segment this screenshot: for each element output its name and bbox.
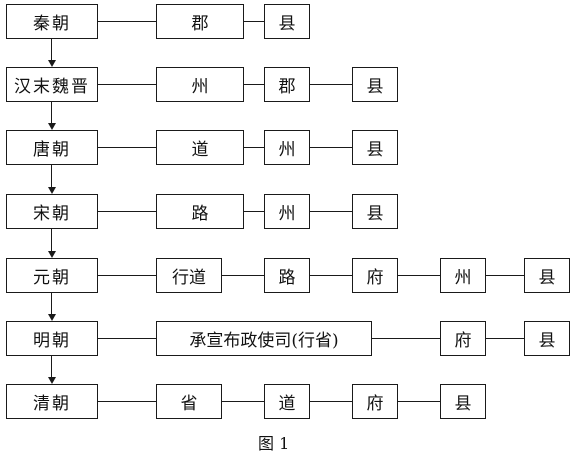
- unit-box-qing-sheng: 省: [156, 384, 222, 419]
- unit-box-tang-zhou: 州: [264, 130, 310, 165]
- connector-line: [222, 275, 264, 276]
- era-box-tang: 唐朝: [6, 130, 98, 165]
- connector-line: [398, 401, 440, 402]
- connector-line: [98, 21, 156, 22]
- unit-box-yuan-xingdao: 行道: [156, 258, 222, 293]
- era-box-ming: 明朝: [6, 321, 98, 356]
- connector-line: [98, 338, 156, 339]
- connector-line: [398, 275, 440, 276]
- unit-box-ming-chengxuan: 承宣布政使司(行省): [156, 321, 372, 356]
- connector-line: [244, 21, 264, 22]
- unit-box-song-zhou: 州: [264, 194, 310, 229]
- connector-line: [310, 211, 352, 212]
- arrow-line: [51, 39, 52, 60]
- unit-box-yuan-fu: 府: [352, 258, 398, 293]
- connector-line: [244, 211, 264, 212]
- arrow-down-icon: [48, 251, 56, 258]
- unit-box-qing-xian: 县: [440, 384, 486, 419]
- connector-line: [98, 84, 156, 85]
- arrow-down-icon: [48, 187, 56, 194]
- unit-box-tang-dao: 道: [156, 130, 244, 165]
- connector-line: [486, 275, 524, 276]
- unit-box-yuan-lu: 路: [264, 258, 310, 293]
- unit-box-yuan-xian: 县: [524, 258, 570, 293]
- unit-box-qing-dao: 道: [264, 384, 310, 419]
- connector-line: [98, 275, 156, 276]
- connector-line: [310, 84, 352, 85]
- era-box-qin: 秦朝: [6, 4, 98, 39]
- arrow-line: [51, 165, 52, 187]
- connector-line: [98, 147, 156, 148]
- unit-box-qing-fu: 府: [352, 384, 398, 419]
- arrow-line: [51, 102, 52, 123]
- arrow-down-icon: [48, 314, 56, 321]
- unit-box-ming-fu: 府: [440, 321, 486, 356]
- arrow-down-icon: [48, 123, 56, 130]
- era-box-hanmo-weijin: 汉末魏晋: [6, 67, 98, 102]
- figure-caption: 图 1: [258, 434, 290, 453]
- era-box-qing: 清朝: [6, 384, 98, 419]
- era-box-song: 宋朝: [6, 194, 98, 229]
- connector-line: [310, 147, 352, 148]
- era-box-yuan: 元朝: [6, 258, 98, 293]
- unit-box-ming-xian: 县: [524, 321, 570, 356]
- unit-box-hanmo-zhou: 州: [156, 67, 244, 102]
- unit-box-qin-jun: 郡: [156, 4, 244, 39]
- connector-line: [372, 338, 440, 339]
- connector-line: [310, 401, 352, 402]
- connector-line: [310, 275, 352, 276]
- unit-box-qin-xian: 县: [264, 4, 310, 39]
- unit-box-hanmo-xian: 县: [352, 67, 398, 102]
- connector-line: [98, 401, 156, 402]
- arrow-line: [51, 356, 52, 377]
- arrow-down-icon: [48, 60, 56, 67]
- arrow-down-icon: [48, 377, 56, 384]
- arrow-line: [51, 229, 52, 251]
- connector-line: [244, 147, 264, 148]
- connector-line: [486, 338, 524, 339]
- connector-line: [244, 84, 264, 85]
- unit-box-hanmo-jun: 郡: [264, 67, 310, 102]
- arrow-line: [51, 293, 52, 314]
- unit-box-tang-xian: 县: [352, 130, 398, 165]
- connector-line: [98, 211, 156, 212]
- connector-line: [222, 401, 264, 402]
- unit-box-song-xian: 县: [352, 194, 398, 229]
- unit-box-song-lu: 路: [156, 194, 244, 229]
- unit-box-yuan-zhou: 州: [440, 258, 486, 293]
